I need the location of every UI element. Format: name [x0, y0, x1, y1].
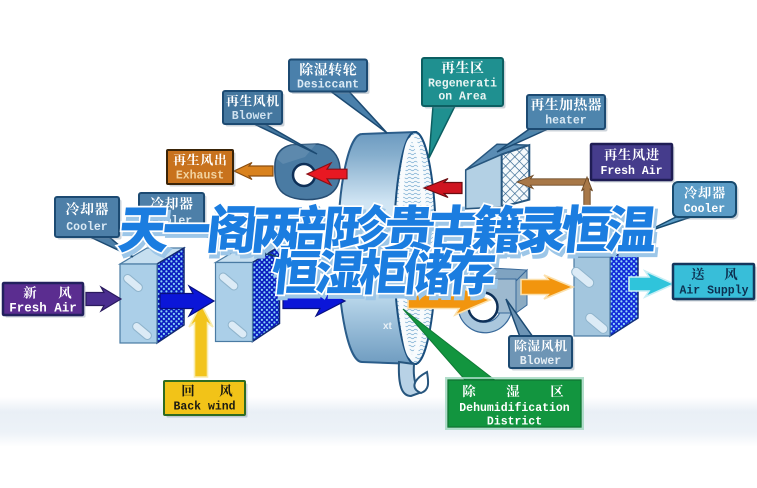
svg-text:Blower: Blower	[232, 110, 274, 123]
svg-text:Back wind: Back wind	[173, 401, 235, 414]
svg-text:Cooler: Cooler	[66, 221, 108, 234]
svg-text:Exhaust: Exhaust	[176, 170, 224, 183]
svg-text:heater: heater	[545, 115, 587, 128]
svg-text:Fresh Air: Fresh Air	[9, 302, 77, 316]
svg-text:Blower: Blower	[520, 355, 562, 368]
svg-text:xt: xt	[383, 321, 393, 332]
svg-text:Cooler: Cooler	[684, 203, 726, 216]
svg-text:Air Supply: Air Supply	[679, 285, 748, 298]
svg-text:Regenerati: Regenerati	[428, 78, 497, 91]
svg-text:District: District	[487, 416, 542, 429]
svg-text:Fresh Air: Fresh Air	[600, 165, 662, 178]
svg-text:Dehumidification: Dehumidification	[459, 402, 570, 415]
svg-text:on Area: on Area	[438, 91, 486, 104]
svg-text:Desiccant: Desiccant	[297, 79, 359, 92]
